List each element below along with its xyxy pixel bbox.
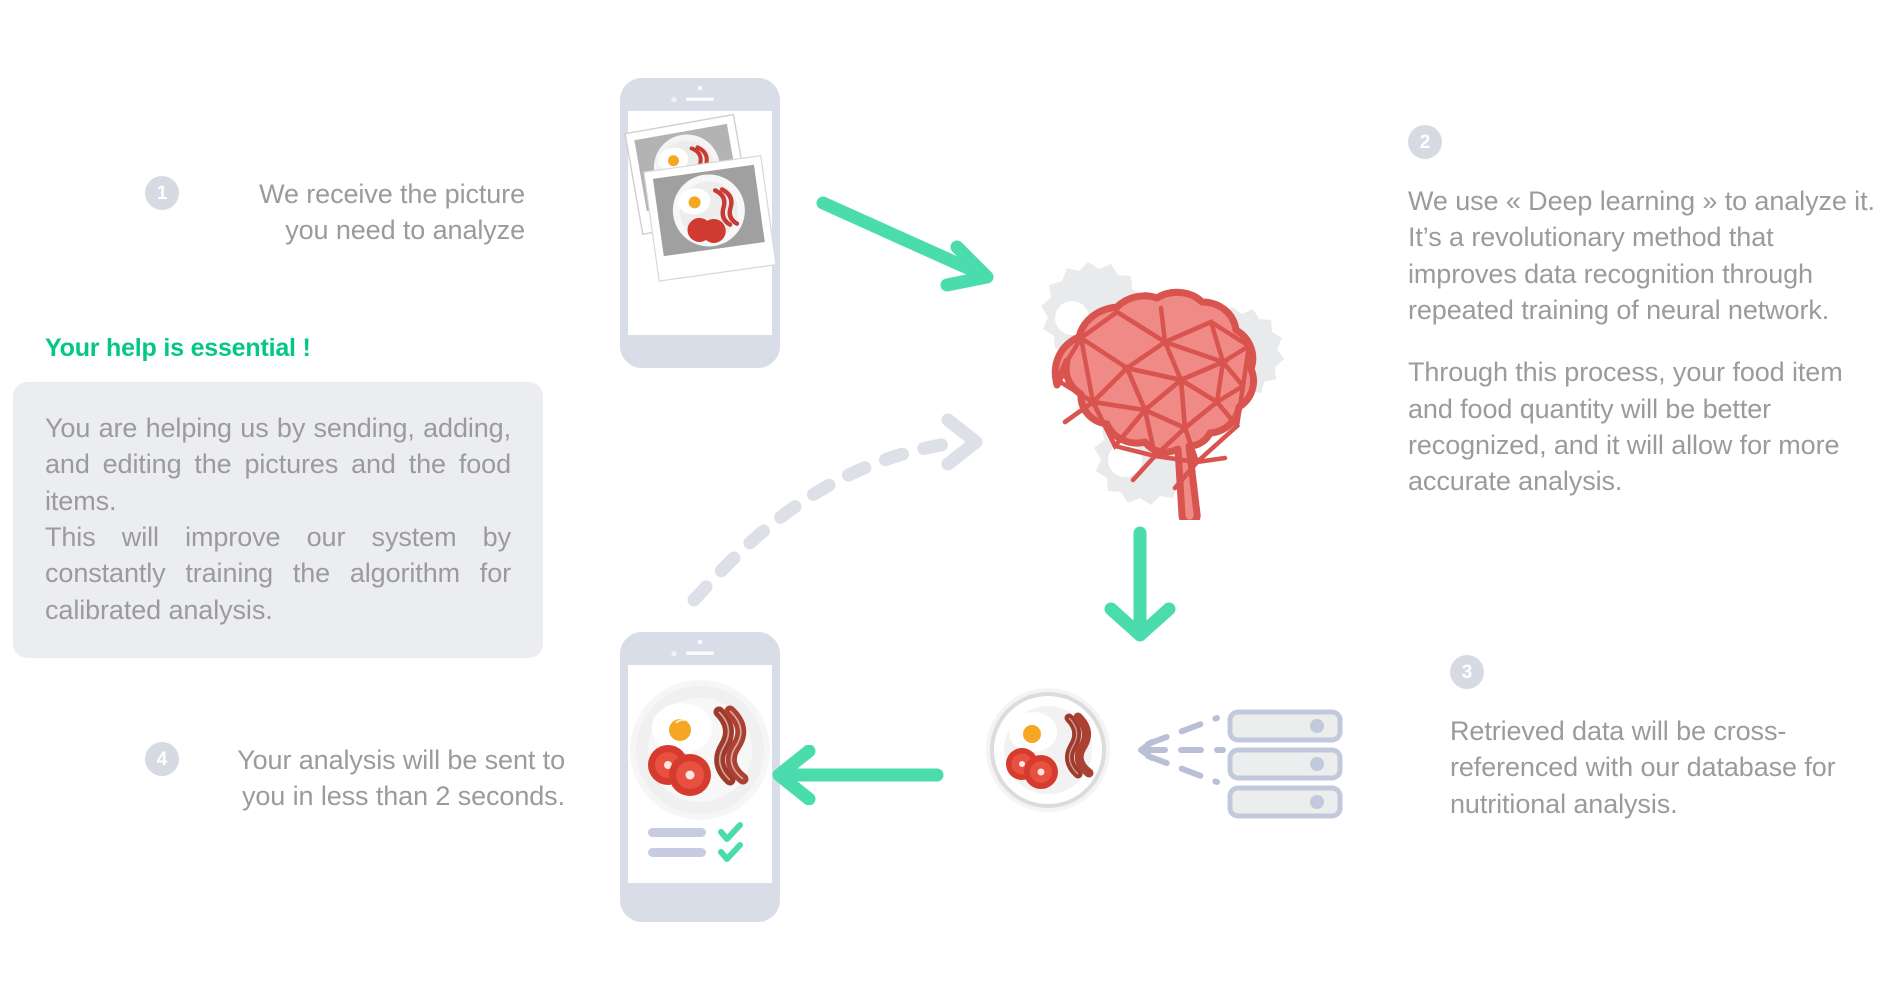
step-2-paragraph-1: We use « Deep learning » to analyze it. … [1408,186,1875,325]
checkmark-icon-2 [718,842,743,862]
brain-shape [1051,288,1257,527]
step-1-badge: 1 [145,176,179,210]
arrow-photo-to-brain [815,195,1005,300]
step-2-badge: 2 [1408,125,1442,159]
step-1-block: 1 We receive the picture you need to ana… [145,176,525,249]
plate-database-illustration [985,672,1375,832]
step-3-block: 3 Retrieved data will be cross-reference… [1450,655,1900,822]
step-4-block: 4 Your analysis will be sent to you in l… [145,742,565,815]
help-panel-paragraph-2: This will improve our system by constant… [45,521,511,625]
step-3-badge: 3 [1450,655,1484,689]
step-4-badge: 4 [145,742,179,776]
step-3-text: Retrieved data will be cross-referenced … [1450,716,1836,819]
brain-illustration [985,250,1305,527]
step-4-line-2: you in less than 2 seconds. [241,781,565,812]
step-4-line-1: Your analysis will be sent to [237,745,565,775]
database-racks [1227,709,1343,819]
arrow-help-to-brain-dashed [680,400,1000,620]
step-1-line-1: We receive the picture [259,179,525,209]
db-to-plate-dashed-arrow [1138,715,1226,785]
step-4-text: Your analysis will be sent to you in les… [201,742,565,815]
arrow-brain-to-plate [1085,525,1215,650]
checkmark-icon-1 [718,822,743,842]
step-2-paragraph-2: Through this process, your food item and… [1408,357,1843,497]
phone-top-illustration [620,78,780,368]
phone-bottom-illustration [620,632,780,922]
arrow-plate-to-phone [765,744,945,806]
result-bar-2 [648,848,706,857]
result-bar-1 [648,828,706,837]
help-panel-paragraph-1: You are helping us by sending, adding, a… [45,413,511,516]
plate-graphic-small [986,688,1110,812]
step-1-text: We receive the picture you need to analy… [201,176,525,249]
help-panel-heading: Your help is essential ! [45,334,311,362]
step-2-block: 2 We use « Deep learning » to analyze it… [1408,125,1878,500]
step-1-line-2: you need to analyze [285,215,525,246]
help-panel-box: You are helping us by sending, adding, a… [13,382,543,658]
plate-graphic [630,680,770,820]
